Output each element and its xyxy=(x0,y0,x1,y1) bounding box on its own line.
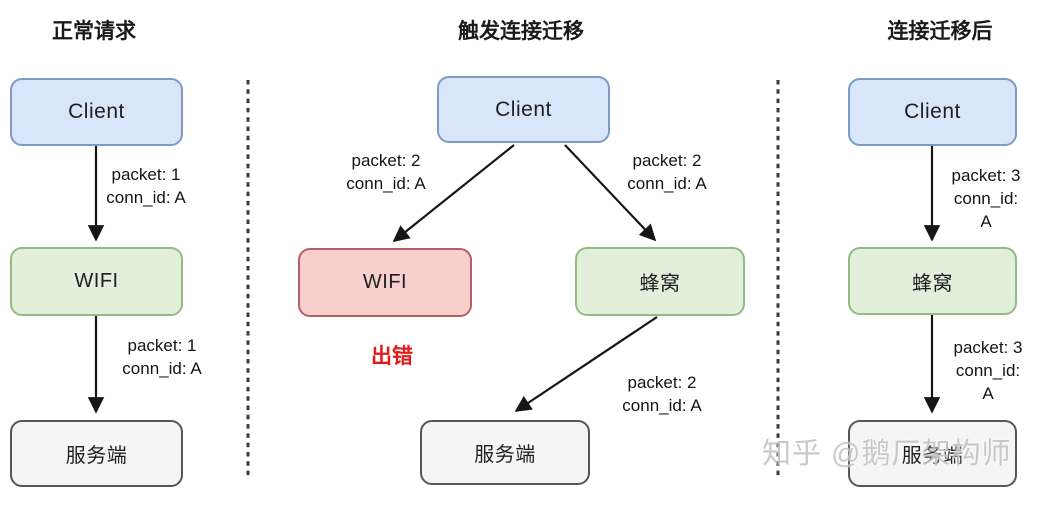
edge-label-migrating-left: packet: 2 conn_id: A xyxy=(346,151,426,193)
node-server-migrating: 服务端 xyxy=(420,420,590,485)
edge-label-migrating-right: packet: 2 conn_id: A xyxy=(627,151,707,193)
arrow-client-to-cellular xyxy=(564,144,657,242)
node-wifi-failed: WIFI xyxy=(298,248,472,317)
panel-title-migrated: 连接迁移后 xyxy=(887,20,993,43)
edge-label-migrated-top: packet: 3 conn_id: A xyxy=(951,166,1021,231)
arrow-client-to-failed-wifi xyxy=(392,144,515,243)
node-server-normal: 服务端 xyxy=(10,420,183,487)
node-client-normal: Client xyxy=(10,78,183,146)
node-cellular-migrated: 蜂窝 xyxy=(848,247,1017,315)
edge-label-migrated-bottom: packet: 3 conn_id: A xyxy=(953,338,1023,403)
error-label: 出错 xyxy=(371,345,413,368)
node-client-migrated: Client xyxy=(848,78,1017,146)
node-cellular-migrating: 蜂窝 xyxy=(575,247,745,316)
node-client-migrating: Client xyxy=(437,76,610,143)
watermark: 知乎 @鹅厂架构师 xyxy=(762,438,1012,470)
node-wifi-normal: WIFI xyxy=(10,247,183,316)
edge-label-normal-bottom: packet: 1 conn_id: A xyxy=(122,336,202,378)
edge-label-normal-top: packet: 1 conn_id: A xyxy=(106,165,186,207)
arrow-cellular-to-server xyxy=(514,316,658,412)
node-server-migrated: 服务端 xyxy=(848,420,1017,487)
edge-label-migrating-bottom: packet: 2 conn_id: A xyxy=(622,373,702,415)
panel-title-normal: 正常请求 xyxy=(52,20,136,43)
panel-title-migrating: 触发连接迁移 xyxy=(458,20,584,43)
